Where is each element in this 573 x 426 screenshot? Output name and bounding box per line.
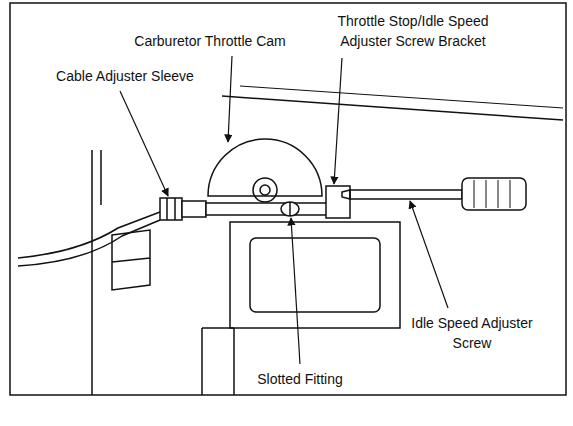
part-label: Idle Speed Adjuster Screw [408,313,536,353]
adjuster-sleeve [167,198,175,220]
cam-pivot [260,185,270,195]
screwdriver-handle [474,180,510,208]
leader-line [334,58,342,184]
support-post [92,150,101,395]
leader-line [228,56,232,142]
label-anchor: Idle Speed Adjuster Screw [408,313,536,353]
label-anchor: Carburetor Throttle Cam [115,31,305,51]
carburetor-body [250,238,380,312]
leader-line [120,91,168,196]
leader-line [410,201,448,308]
throttle-cable [18,212,160,258]
label-anchor: Throttle Stop/Idle Speed Adjuster Screw … [318,11,508,51]
part-label: Carburetor Throttle Cam [132,31,287,51]
leader-line [291,218,300,364]
part-label: Throttle Stop/Idle Speed Adjuster Screw … [318,11,508,51]
screwdriver-shaft [350,190,462,199]
figure-frame [10,3,566,395]
part-label: Slotted Fitting [255,369,345,389]
cam-pivot [253,178,277,202]
adjuster-sleeve [182,201,206,217]
part-label: Cable Adjuster Sleeve [54,66,196,86]
screwdriver-handle [462,178,526,210]
throttle-cam [208,139,322,196]
adjuster-sleeve [160,198,182,220]
cable-rod [206,203,328,215]
label-anchor: Slotted Fitting [225,369,375,389]
slotted-fitting [281,202,299,216]
firewall-edge [240,86,563,108]
cable-bracket [112,230,150,290]
carburetor-body [230,222,400,328]
screw-bracket [326,186,350,218]
firewall-edge [222,96,563,120]
screwdriver-tip [342,190,350,199]
carburetor-base [202,328,234,395]
slotted-fitting [289,202,291,216]
label-anchor: Cable Adjuster Sleeve [30,66,220,86]
